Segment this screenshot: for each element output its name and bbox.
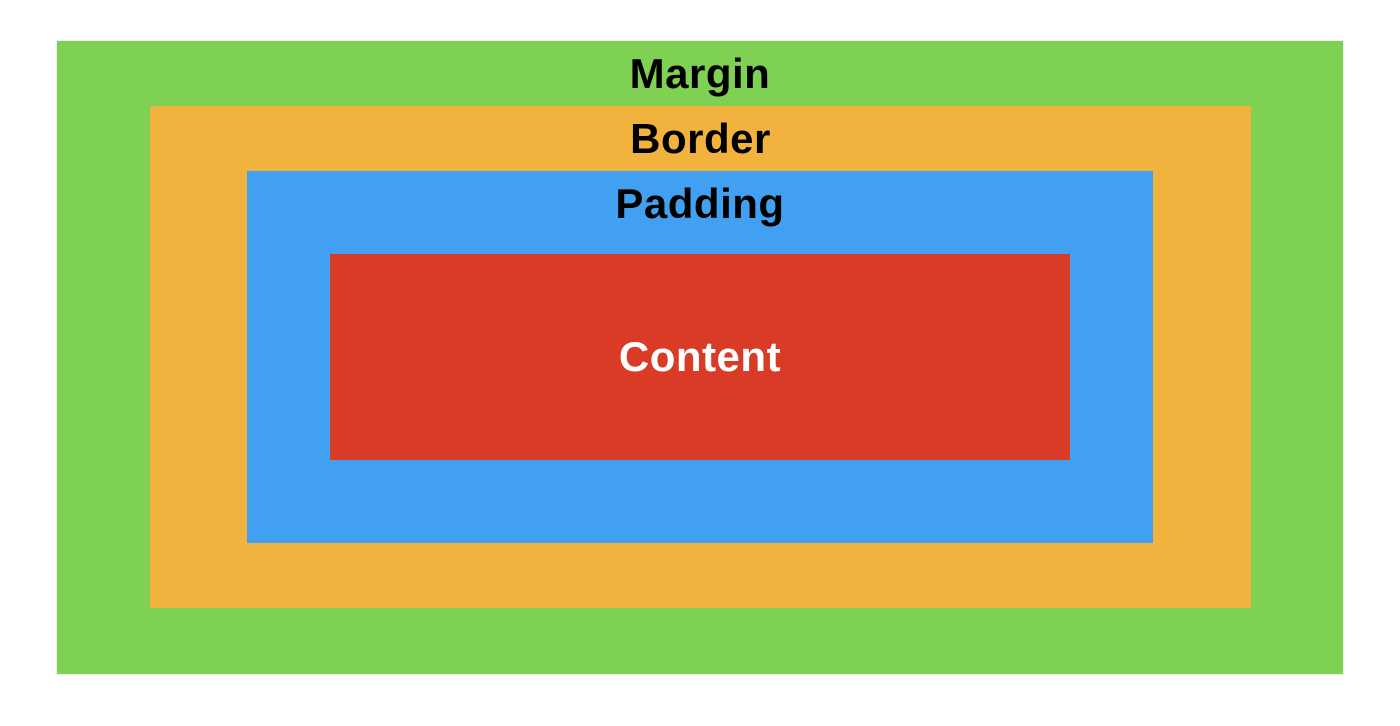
margin-box: Margin Border Padding Content	[56, 40, 1344, 675]
margin-label: Margin	[629, 49, 771, 97]
border-box: Border Padding Content	[150, 106, 1251, 608]
border-label: Border	[630, 114, 771, 162]
padding-label: Padding	[615, 179, 785, 227]
padding-box: Padding Content	[247, 171, 1153, 543]
content-label: Content	[618, 333, 782, 380]
content-box: Content	[330, 254, 1070, 460]
